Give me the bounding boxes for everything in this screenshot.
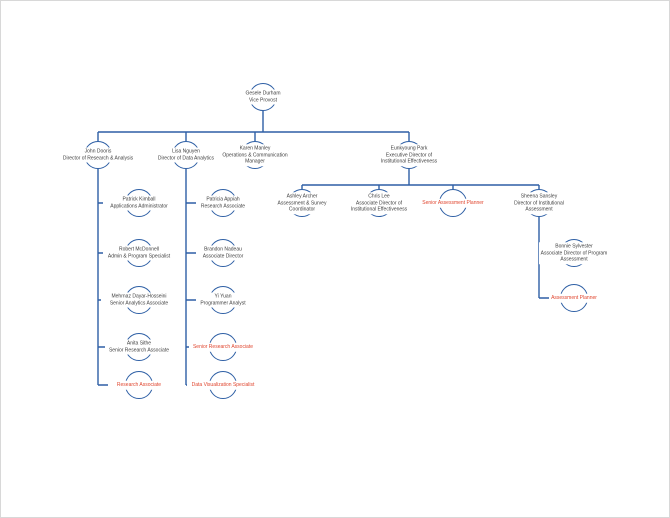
person-title: Senior Analytics Associate [109, 300, 169, 306]
person-title: Senior Research Associate [108, 347, 170, 353]
person-title: Director of Institutional Assessment [514, 199, 564, 213]
person-name: Bonnie Sylvester [555, 243, 593, 250]
person-name: Yi Yuan [214, 293, 232, 300]
person-label: Research Associate [108, 380, 170, 390]
person-title: Data Visualization Specialist [191, 381, 255, 388]
person-name: Anita Sithe [126, 340, 152, 347]
person-label: Assessment Planner [549, 293, 599, 303]
person-name: Mehrnaz Dayar-Hosseini [111, 293, 167, 300]
person-title: Research Associate [116, 381, 162, 388]
person-title: Senior Research Associate [192, 343, 254, 350]
person-name: Robert McDonnell [118, 246, 160, 253]
person-label: Data Visualization Specialist [187, 380, 259, 390]
person-label: Senior Assessment Planner [420, 198, 486, 208]
person-name: Brandon Nadeau [204, 246, 242, 253]
person-title: Programmer Analyst [200, 300, 246, 306]
person-title: Assessment & Survey Coordinator [277, 199, 327, 213]
person-name: Ashley Archer [286, 193, 318, 200]
person-title: Associate Director [202, 253, 244, 259]
person-title: Executive Director of Institutional Effe… [380, 151, 438, 165]
person-name: Sheena Sansley [520, 193, 558, 200]
person-title: Director of Research & Analysis [62, 155, 134, 161]
person-name: John Dooris [84, 148, 112, 155]
person-name: Karen Manley [239, 145, 271, 152]
person-label: Senior Research Associate [189, 342, 257, 352]
person-title: Director of Data Analytics [157, 155, 215, 161]
person-title: Applications Administrator [110, 203, 168, 209]
person-title: Operations & Communication Manager [222, 151, 288, 165]
person-name: Lisa Nguyen [172, 148, 200, 155]
person-name: Patrick Kimball [122, 196, 156, 203]
person-title: Vice Provost [249, 97, 277, 103]
person-title: Admin & Program Specialist [107, 253, 171, 259]
person-title: Associate Director of Institutional Effe… [350, 199, 408, 213]
person-title: Senior Assessment Planner [422, 199, 484, 206]
person-name: Chris Lee [368, 193, 390, 200]
person-title: Research Associate [200, 203, 246, 209]
person-title: Assessment Planner [551, 294, 597, 301]
person-name: Gesele Durham [245, 90, 281, 97]
person-name: Eunkyoung Park [390, 145, 428, 152]
person-title: Associate Director of Program Assessment [540, 249, 608, 263]
person-name: Patricia Appiah [206, 196, 240, 203]
